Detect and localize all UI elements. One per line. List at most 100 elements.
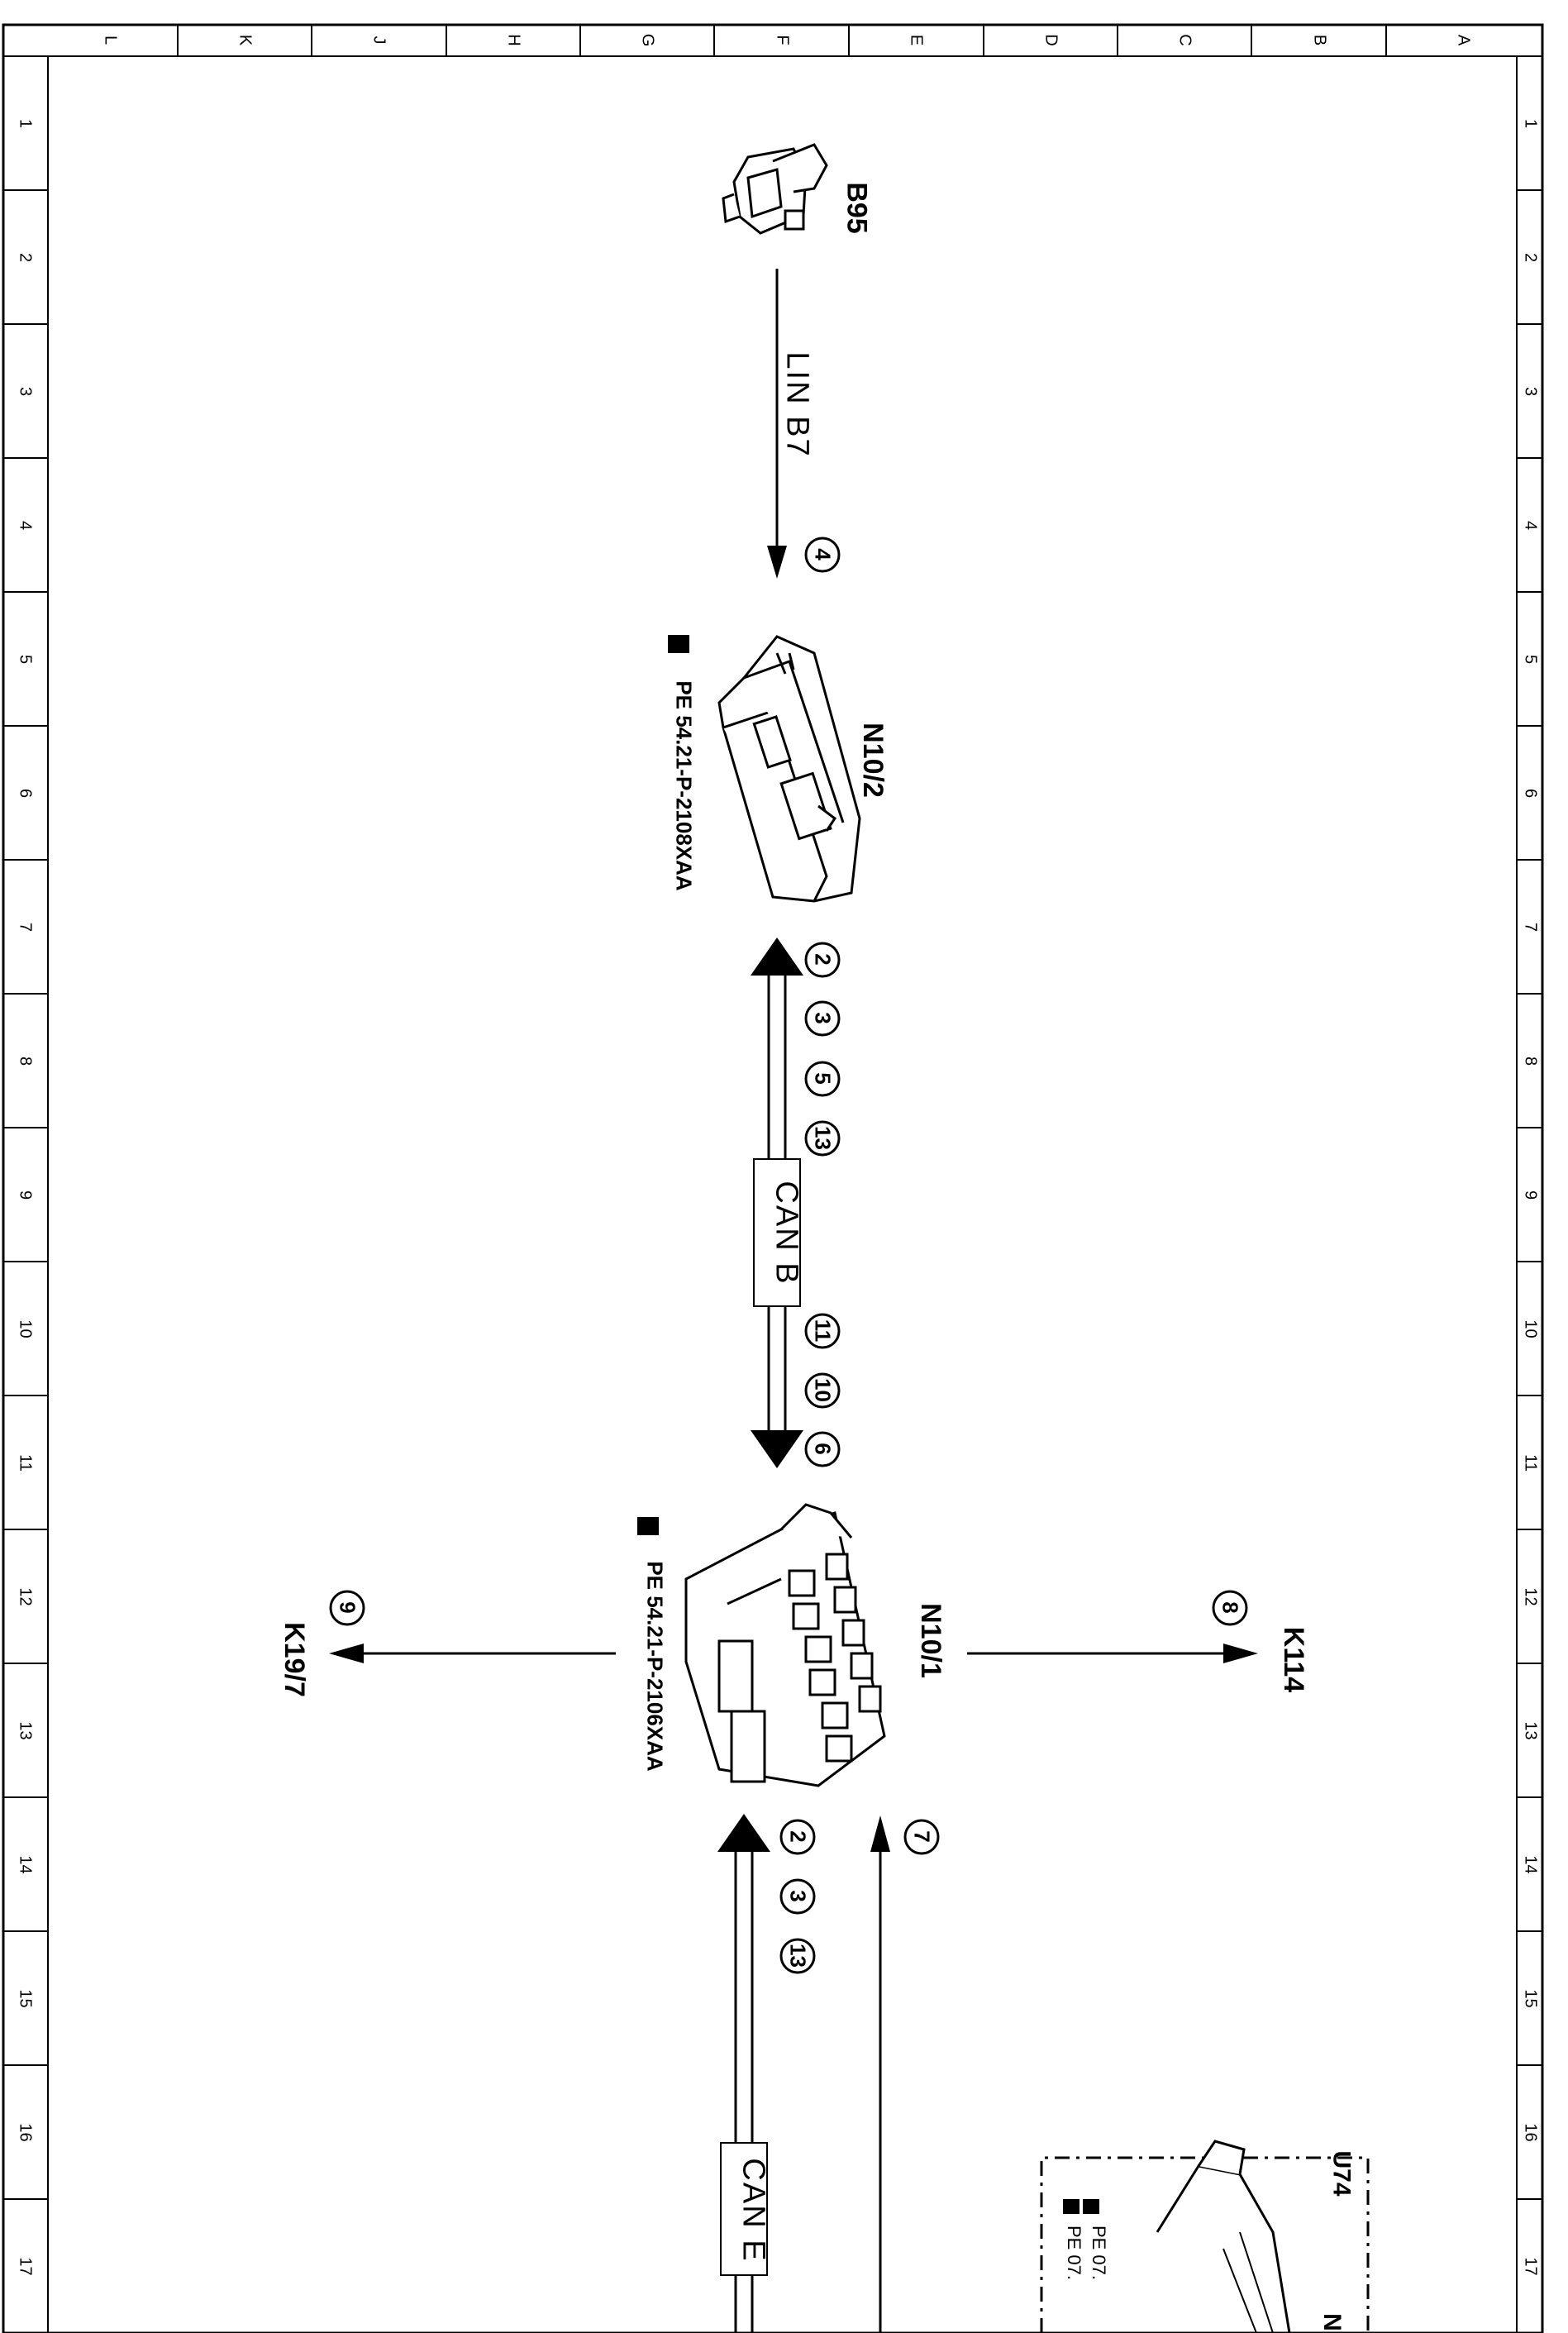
row-label-left: 2 (16, 252, 35, 263)
badge-circle-line-7 (903, 1819, 940, 1855)
hand-icon (1083, 2199, 1099, 2214)
can-e-bus-line (717, 1814, 770, 2333)
row-label-right: 12 (1521, 1587, 1540, 1606)
column-label: K (236, 34, 255, 46)
badge-k19-7-9: 9 (335, 1601, 360, 1614)
row-label-left: 11 (16, 1454, 35, 1472)
column-label: F (773, 35, 792, 45)
badge-circle-canb-13 (804, 1120, 841, 1157)
u74-label: U74 (1327, 2150, 1356, 2197)
k114-label: K114 (1278, 1626, 1310, 1693)
badge-circle-lin-4 (804, 537, 841, 573)
badge-circle-k114-8 (1212, 1590, 1248, 1626)
u74-dashed-box (1040, 2140, 1370, 2333)
badge-circle-canb-5 (804, 1061, 841, 1097)
row-label-right: 4 (1521, 520, 1540, 531)
row-label-left: 16 (16, 2123, 35, 2142)
badge-canb-2: 2 (810, 953, 836, 966)
row-label-left: 14 (16, 1855, 35, 1874)
row-label-left: 8 (16, 1056, 35, 1066)
row-label-left: 17 (16, 2257, 35, 2276)
column-label: D (1041, 34, 1060, 46)
badge-canb-3: 3 (810, 1012, 836, 1024)
k114-arrow (967, 1644, 1258, 1663)
column-strip (2, 24, 1543, 57)
n10-1-label: N10/1 (914, 1603, 946, 1678)
can-b-bus-line (751, 937, 803, 1468)
row-label-left: 6 (16, 788, 35, 799)
column-dividers (177, 25, 1387, 56)
row-label-left: 1 (16, 118, 35, 129)
row-label-right: 9 (1521, 1190, 1540, 1200)
badge-circle-cane-13 (779, 1938, 816, 1974)
row-label-right: 16 (1521, 2123, 1540, 2142)
column-label: E (907, 34, 926, 46)
badge-k114-8: 8 (1218, 1601, 1243, 1614)
hand-icon (1063, 2199, 1079, 2214)
badge-circle-canb-2 (804, 942, 841, 978)
lin-b7-line (767, 269, 787, 579)
badge-canb-10: 10 (810, 1378, 836, 1402)
row-label-right: 1 (1521, 118, 1540, 129)
badge-circle-canb-11 (804, 1313, 841, 1349)
column-label: B (1310, 34, 1329, 46)
row-label-right: 2 (1521, 252, 1540, 263)
column-label: C (1175, 34, 1194, 46)
row-label-left: 7 (16, 922, 35, 933)
badge-cane-2: 2 (785, 1830, 811, 1843)
row-label-right: 3 (1521, 386, 1540, 397)
n10-2-label: N10/2 (856, 723, 889, 798)
row-label-right: 14 (1521, 1855, 1540, 1874)
can-e-label: CAN E (736, 2158, 771, 2263)
row-label-right: 15 (1521, 1989, 1540, 2008)
k19-7-label: K19/7 (278, 1622, 310, 1697)
line-7-arrow (870, 1815, 890, 2333)
badge-canb-5: 5 (810, 1072, 836, 1085)
can-e-label-box (720, 2142, 768, 2276)
row-label-right: 8 (1521, 1056, 1540, 1066)
row-label-left: 10 (16, 1319, 35, 1338)
row-label-right: 6 (1521, 788, 1540, 799)
row-label-left: 15 (16, 1989, 35, 2008)
row-label-right: 11 (1521, 1454, 1540, 1472)
b95-label: B95 (841, 182, 873, 234)
row-label-right: 5 (1521, 654, 1540, 665)
column-label: J (369, 36, 388, 45)
row-label-left: 12 (16, 1587, 35, 1606)
lin-b7-label: LIN B7 (779, 351, 815, 458)
k19-7-arrow (329, 1644, 616, 1663)
badge-lin-4: 4 (810, 548, 836, 561)
row-label-left: 9 (16, 1190, 35, 1200)
n10-1-component-icon (684, 1503, 886, 1787)
row-ticks (3, 189, 1542, 2200)
badge-canb-13: 13 (810, 1126, 836, 1150)
badge-circle-canb-3 (804, 1000, 841, 1037)
badge-circle-cane-2 (779, 1819, 816, 1855)
badge-canb-6: 6 (810, 1443, 836, 1455)
can-b-label-box (753, 1158, 801, 1307)
badge-cane-3: 3 (785, 1890, 811, 1902)
n10-1-ref: PE 54.21-P-2106XAA (642, 1561, 668, 1772)
badge-canb-11: 11 (810, 1319, 836, 1343)
badge-circle-canb-10 (804, 1372, 841, 1409)
badge-circle-cane-3 (779, 1878, 816, 1915)
can-b-label: CAN B (769, 1181, 804, 1286)
badge-circle-canb-6 (804, 1431, 841, 1467)
hand-icon (668, 635, 689, 653)
column-label: H (504, 34, 523, 46)
badge-circle-k19-7-9 (329, 1590, 365, 1626)
n10-2-ref: PE 54.21-P-2108XAA (671, 680, 697, 891)
b95-component-icon (722, 143, 828, 235)
badge-line-7: 7 (909, 1830, 935, 1843)
row-label-right: 17 (1521, 2257, 1540, 2276)
u74-ref-2: PE 07. (1064, 2225, 1085, 2281)
column-label: G (638, 33, 657, 47)
badge-cane-13: 13 (785, 1944, 811, 1968)
column-label: L (101, 35, 120, 45)
row-label-right: 10 (1521, 1319, 1540, 1338)
row-label-left: 13 (16, 1721, 35, 1740)
n10-2-component-icon (717, 635, 861, 903)
u74-sub-label: N (1318, 2313, 1346, 2331)
doc-ref-icons (637, 635, 1099, 2214)
